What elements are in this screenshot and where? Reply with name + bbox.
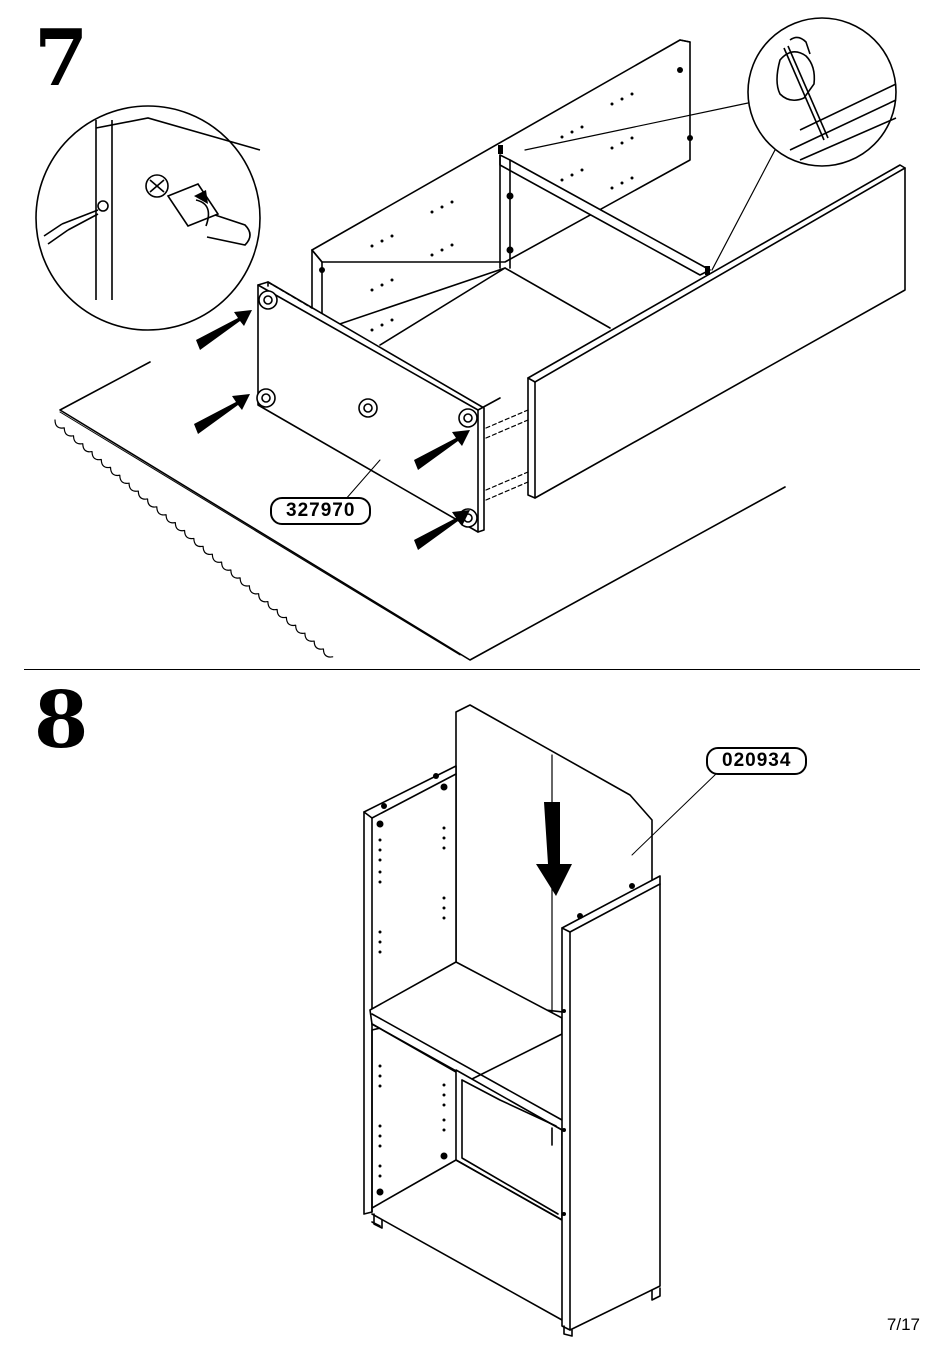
back-panel-020934: [456, 705, 652, 1022]
label-leader-020934: [632, 772, 718, 855]
page-number: 7/17: [887, 1315, 920, 1335]
detail-circle-hand: [748, 18, 896, 166]
cabinet-feet: [374, 1214, 660, 1336]
cabinet-holes: [377, 773, 636, 1216]
middle-shelf: [370, 962, 562, 1130]
bottom-shelf: [372, 1160, 562, 1320]
step-7-illustration: [0, 0, 950, 670]
left-side-panel: [364, 766, 456, 1214]
part-label-020934: 020934: [706, 747, 807, 775]
bottom-panel: [322, 268, 610, 345]
side-panel-327970: [258, 282, 500, 532]
step-divider: [24, 669, 920, 670]
lower-compartment: [456, 1070, 562, 1220]
back-panel: [312, 40, 690, 340]
step-8-number: 8: [34, 682, 88, 760]
detail-circle-dowel: [36, 106, 260, 330]
arrow-down-icon: [536, 802, 572, 896]
right-side-panel-front: [562, 876, 660, 1330]
dowel-guides: [486, 410, 528, 500]
part-label-327970: 327970: [270, 497, 371, 525]
